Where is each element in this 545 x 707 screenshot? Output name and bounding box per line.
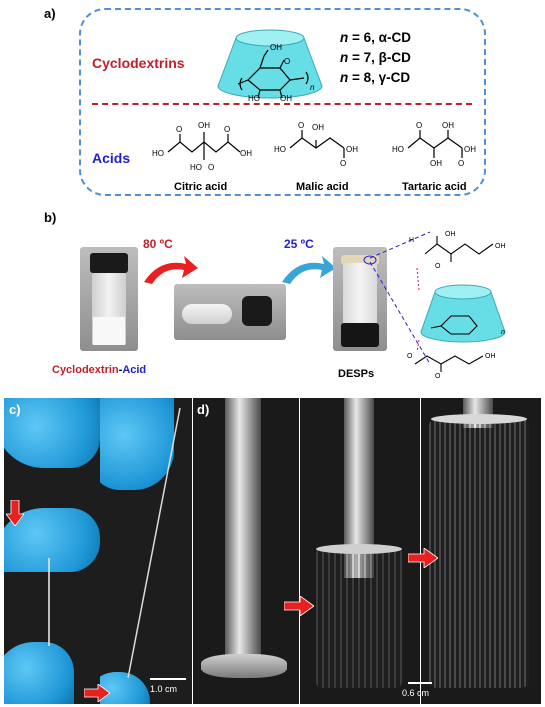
cap-3 <box>431 414 527 424</box>
heating-temp-label: 80 ºC <box>143 237 173 251</box>
svg-text:HO: HO <box>152 149 164 158</box>
desp-vial-photo <box>333 247 387 351</box>
down-arrow-icon <box>6 500 24 526</box>
svg-text:OH: OH <box>270 43 282 52</box>
svg-text:OH: OH <box>445 231 456 238</box>
thread-2 <box>127 407 181 679</box>
acid-name-citric: Citric acid <box>174 181 228 193</box>
glove-bottom <box>4 642 74 704</box>
hbond-schematic: H OH OH O n O OH O <box>407 231 506 378</box>
svg-text:H: H <box>409 237 414 244</box>
desp-label: DESPs <box>338 368 375 380</box>
scale-bar-c <box>150 678 186 680</box>
svg-text:OH: OH <box>240 149 252 158</box>
svg-text:O: O <box>340 159 346 168</box>
vial-caption: Cyclodextrin-Acid <box>52 364 147 376</box>
cd-n-list: n = 6, α-CD n = 7, β-CD n = 8, γ-CD <box>340 28 411 88</box>
desp-cap <box>341 323 379 347</box>
right-arrow-d1-icon <box>284 596 314 616</box>
svg-text:O: O <box>435 263 441 270</box>
cd-n-line-gamma: n = 8, γ-CD <box>340 70 411 85</box>
vial-powder <box>93 317 125 345</box>
heating-arrow-icon <box>144 256 198 284</box>
panel-c-photo-2: 1.0 cm <box>100 398 192 704</box>
acids-title: Acids <box>92 150 131 166</box>
svg-text:HO: HO <box>190 163 202 172</box>
svg-text:OH: OH <box>485 353 496 360</box>
panel-d-photo-3 <box>421 398 541 704</box>
svg-text:O: O <box>176 125 182 134</box>
cyclodextrins-title: Cyclodextrins <box>92 55 185 71</box>
scale-bar-d <box>408 682 432 684</box>
glove-top-2 <box>100 398 174 490</box>
cd-subscript-n: n <box>310 83 315 92</box>
svg-text:O: O <box>208 163 214 172</box>
right-arrow-c-icon <box>84 684 110 702</box>
svg-text:HO: HO <box>248 94 260 102</box>
panel-a-divider <box>92 103 472 105</box>
svg-text:O: O <box>224 125 230 134</box>
svg-text:O: O <box>407 353 413 360</box>
cyclodextrin-structure: OH O HO OH n <box>217 29 323 102</box>
panel-d-label: d) <box>197 402 210 417</box>
desp-gel <box>341 255 379 265</box>
zoom-lines <box>363 231 431 365</box>
cd-n-line-alpha: n = 6, α-CD <box>340 30 411 45</box>
melt-cap <box>242 296 272 326</box>
glove-top <box>4 398 100 468</box>
cap-2 <box>316 544 402 554</box>
svg-text:OH: OH <box>442 121 454 130</box>
svg-text:O: O <box>416 121 422 130</box>
vial-powder-photo <box>80 247 138 351</box>
panel-a-frame <box>79 8 486 196</box>
fiber-column-3 <box>429 418 529 688</box>
scale-text-c: 1.0 cm <box>150 684 178 694</box>
svg-text:HO: HO <box>274 145 286 154</box>
melt-photo <box>174 284 286 340</box>
svg-text:OH: OH <box>430 159 442 168</box>
panel-b-label: b) <box>44 210 57 225</box>
svg-text:O: O <box>458 159 464 168</box>
rod-1 <box>225 398 261 668</box>
svg-text:O: O <box>435 373 441 378</box>
panel-c-photo-1 <box>4 398 100 704</box>
cooling-arrow-icon <box>282 256 336 284</box>
panel-c-label: c) <box>9 402 21 417</box>
svg-text:O: O <box>284 57 290 66</box>
svg-text:HO: HO <box>392 145 404 154</box>
acid-name-tartaric: Tartaric acid <box>402 181 467 193</box>
svg-text:OH: OH <box>346 145 358 154</box>
scale-text-d: 0.6 cm <box>402 688 430 698</box>
svg-text:OH: OH <box>464 145 476 154</box>
panel-a-label: a) <box>44 6 56 21</box>
melt-vial <box>182 304 232 324</box>
svg-text:OH: OH <box>312 123 324 132</box>
panel-d-photo-2 <box>300 398 420 704</box>
citric-acid-structure: OH HO O O OH HO O <box>152 121 252 172</box>
svg-text:OH: OH <box>198 121 210 130</box>
cd-n-line-beta: n = 7, β-CD <box>340 50 411 65</box>
fiber-column-2 <box>316 548 402 688</box>
right-arrow-d2-icon <box>408 548 438 568</box>
svg-text:O: O <box>298 121 304 130</box>
panel-d-photo-1 <box>193 398 299 704</box>
svg-text:OH: OH <box>495 243 506 250</box>
desp-glass <box>343 263 377 323</box>
hbond-subscript-n: n <box>501 329 505 336</box>
vial-cap <box>90 253 128 273</box>
thread-1 <box>48 558 50 646</box>
base-1 <box>201 654 287 678</box>
acid-name-malic: Malic acid <box>296 181 349 193</box>
svg-text:OH: OH <box>280 94 292 102</box>
cooling-temp-label: 25 ºC <box>284 237 314 251</box>
